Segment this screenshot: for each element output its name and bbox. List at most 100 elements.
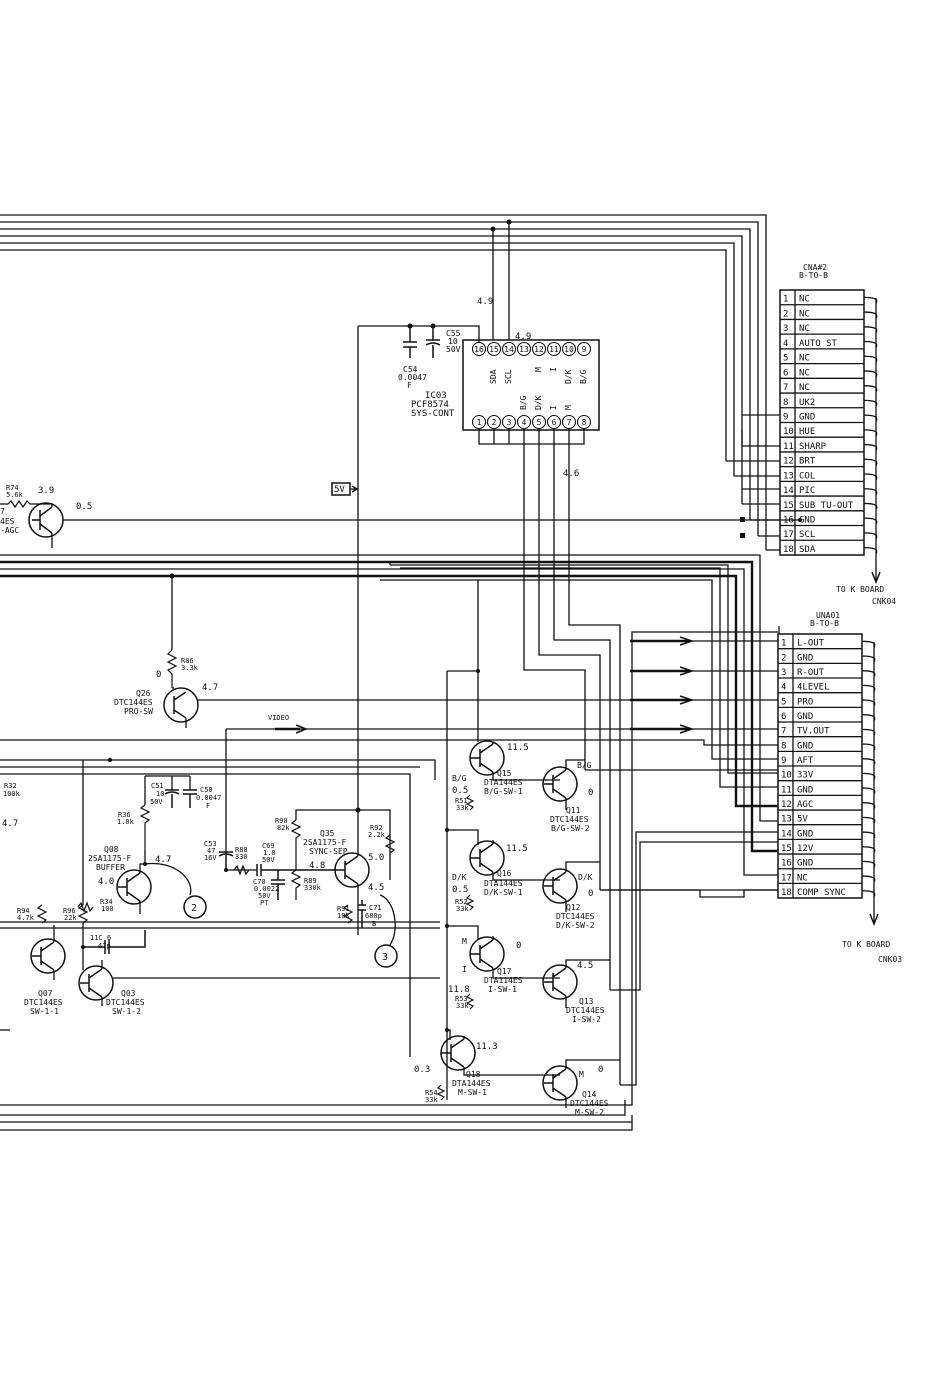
c55-volt: 50V [446, 345, 461, 354]
agc-l1: 4ES [0, 517, 15, 526]
q08-part: 2SA1175-F [88, 854, 132, 863]
ic03-pcf8574: 16 15 14 13 12 11 10 9 1 2 3 4 5 6 7 8 S… [411, 297, 621, 1085]
una-pin-num: 12 [781, 800, 792, 810]
r90-val: 82k [277, 824, 290, 832]
q17-i: I [462, 965, 467, 974]
q17-part: DTA114ES [484, 976, 523, 985]
una-dest2: CNK03 [878, 955, 902, 964]
v47-left: 4.7 [2, 819, 18, 829]
q11-func: B/G-SW-2 [551, 824, 590, 833]
cna-pin-num: 15 [783, 501, 794, 511]
q18-func: M-SW-1 [458, 1088, 487, 1097]
q16-part: DTA144ES [484, 879, 523, 888]
una-pin-lead [861, 802, 876, 810]
una-pin-lead [861, 728, 876, 736]
ic-sig-i2: I [549, 405, 558, 410]
cna-pin-num: 5 [783, 354, 788, 364]
agc-l0: 7 [0, 507, 5, 516]
q07-func: SW-1-1 [30, 1007, 59, 1016]
q35-v3: 4.5 [368, 883, 384, 893]
cna-pin-num: 1 [783, 295, 788, 305]
cna-pin-num: 6 [783, 368, 788, 378]
ic-sig-dk2: D/K [534, 395, 543, 410]
una-pin-lead [861, 758, 876, 766]
cna-pin-lead [863, 414, 878, 422]
una-pin-num: 15 [781, 844, 792, 854]
r52-ref: R52 [455, 898, 468, 906]
q07-part: DTC144ES [24, 998, 63, 1007]
node-2: 2 [191, 903, 197, 914]
cna-pin-lead [863, 340, 878, 348]
una-pin-num: 1 [781, 639, 786, 649]
q07-ref: Q07 [38, 989, 53, 998]
ic-pin-4: 4 [522, 418, 527, 427]
c53-val: 47 [207, 847, 215, 855]
una-pin-lead [861, 772, 876, 780]
una-pin-name: 4LEVEL [797, 683, 830, 693]
r88-val: 330 [235, 853, 248, 861]
r74-val: 5.6k [6, 491, 24, 499]
q17-v: 0 [516, 941, 521, 951]
q18-v0: 0.3 [414, 1065, 430, 1075]
cna-pin-name: NC [799, 295, 810, 305]
c71-val: 680p [365, 912, 382, 920]
q12-ref: Q12 [566, 903, 581, 912]
cna-pin-name: UK2 [799, 398, 815, 408]
q13-func: I-SW-2 [572, 1015, 601, 1024]
cna-pin-name: NC [799, 383, 810, 393]
r94-val: 4.7k [17, 914, 35, 922]
ic-pin-9: 9 [582, 345, 587, 354]
agc-v1: 3.9 [38, 486, 54, 496]
cna-pin-name: SHARP [799, 442, 827, 452]
c69-volt: 50V [262, 856, 275, 864]
cna-pin-num: 13 [783, 471, 794, 481]
una-pin-name: R-OUT [797, 668, 825, 678]
cna-pin-name: NC [799, 368, 810, 378]
r51-val: 33k [456, 804, 469, 812]
q15-part: DTA144ES [484, 778, 523, 787]
q14-func: M-SW-2 [575, 1108, 604, 1117]
c54-ref: C54 [403, 365, 418, 374]
una-pin-lead [861, 860, 876, 868]
una-pin-lead [861, 670, 876, 678]
cna-pin-lead [863, 502, 878, 510]
ic-sig-dk: D/K [564, 369, 573, 384]
ic-part: PCF8574 [411, 400, 449, 410]
c11-extra: 6 [107, 934, 111, 942]
q35-part: 2SA1175-F [303, 838, 347, 847]
video-path: VIDEO [0, 631, 778, 1131]
ic-pin-7: 7 [567, 418, 572, 427]
una-pin-num: 5 [781, 697, 786, 707]
q11-part: DTC144ES [550, 815, 589, 824]
cna-pin-name: NC [799, 324, 810, 334]
una-pin-name: GND [797, 859, 813, 869]
ic-pin-8: 8 [582, 418, 587, 427]
r92-val: 2.2k [368, 831, 386, 839]
ic-func: SYS-CONT [411, 409, 455, 419]
cna-pin-num: 9 [783, 412, 788, 422]
cna-pin-num: 4 [783, 339, 788, 349]
una-pin-num: 8 [781, 741, 786, 751]
una-pin-num: 9 [781, 756, 786, 766]
una-dest1: TO K BOARD [842, 940, 890, 949]
c71-ref: C71 [369, 904, 382, 912]
ic-top-pins: 16 15 14 13 12 11 10 9 [471, 341, 592, 357]
una-pin-lead [861, 846, 876, 854]
r34-ref: R34 [100, 898, 113, 906]
sync-sep-stage: C53 47 16V R88 330 C69 1.0 50V C70 0.002… [204, 809, 398, 968]
cna-pin-lead [863, 355, 878, 363]
q15-in: B/G [452, 774, 467, 783]
una-pin-name: COMP SYNC [797, 888, 846, 898]
cna-pin-num: 3 [783, 324, 788, 334]
ic-sig-m2: M [564, 405, 573, 410]
una-pin-num: 16 [781, 859, 792, 869]
node-3: 3 [382, 952, 388, 963]
una-pin-name: 33V [797, 771, 814, 781]
ic-pin-5: 5 [537, 418, 542, 427]
q03-ref: Q03 [121, 989, 136, 998]
c50-val: 0.0047 [196, 794, 221, 802]
q12-v: 0 [588, 889, 593, 899]
cna-pin-num: 17 [783, 530, 794, 540]
cna-pin-name: GND [799, 412, 815, 422]
